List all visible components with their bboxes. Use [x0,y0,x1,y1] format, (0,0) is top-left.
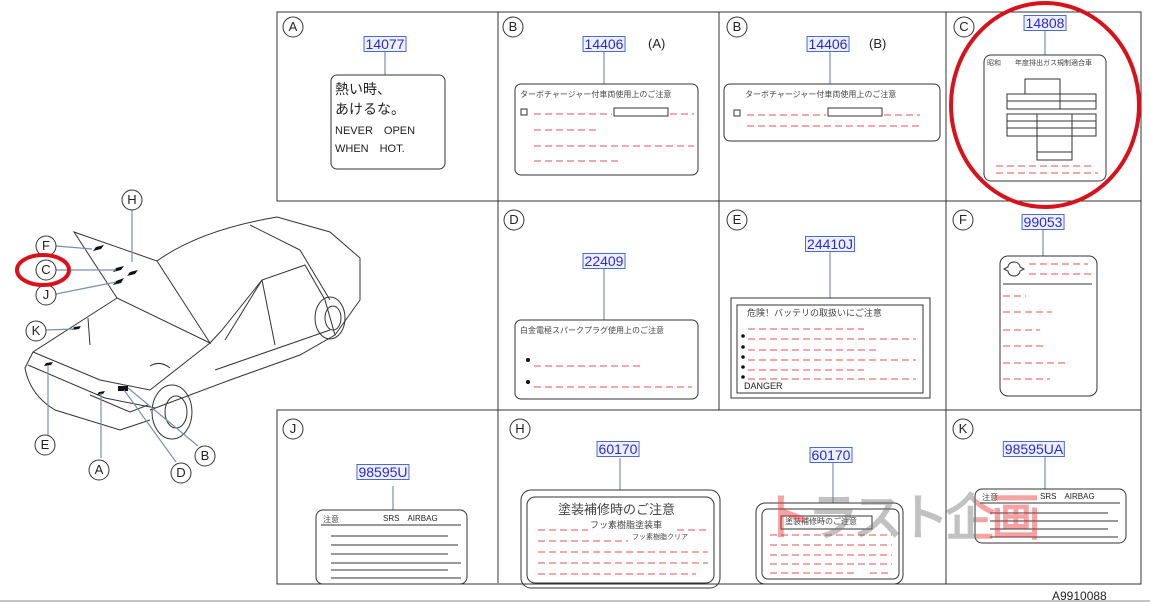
leader-lines [384,31,1046,510]
car-illustration [24,216,361,440]
label-d-header: 白金電極スパークプラグ使用上のご注意 [520,326,664,335]
highlight-ring-c-panel [949,1,1141,209]
label-h-1-outline [520,489,721,589]
part-number-f[interactable]: 99053 [1021,214,1065,230]
callout-k[interactable]: K [31,323,41,338]
label-markers [44,245,138,395]
part-number-a[interactable]: 14077 [363,36,407,52]
label-h-2-outline [755,502,904,585]
part-number-e[interactable]: 24410J [805,236,855,252]
panel-grid [0,11,1150,602]
label-d-outline [514,319,699,400]
label-h-1-sub-1: フッ素樹脂塗装車 [590,521,663,531]
label-c-header: 昭和 年度排出ガス規制適合車 [987,59,1092,67]
label-k-caution: 注意 [982,493,998,502]
car-callout-leaders [45,210,199,463]
panel-letter-d: D [509,212,519,227]
part-number-c[interactable]: 14808 [1023,15,1067,31]
panel-letter-circles [282,16,975,440]
label-e-outline [730,297,931,399]
panel-letter-j: J [289,421,297,436]
label-h-1-sub-2: フッ素樹脂クリア [632,533,688,541]
label-k-outline [974,488,1127,544]
label-e-header: 危険！バッテリの取扱いにご注意 [747,309,882,319]
label-b-b-header: ターボチャージャー付車両使用上のご注意 [745,90,897,99]
label-e-danger: DANGER [744,381,783,391]
highlight-ring-c-callout [15,253,71,287]
label-b-b-outline [723,83,941,142]
part-number-h-2[interactable]: 60170 [809,447,853,463]
label-h-1-header: 塗装補修時のご注意 [558,503,676,518]
diagram-code: A9910088 [1052,589,1107,603]
part-number-h-1[interactable]: 60170 [596,441,640,457]
label-a-text-4: WHEN HOT. [335,143,405,155]
panel-letter-c: C [959,19,969,34]
panel-letter-b-b: B [732,19,742,34]
callout-c[interactable]: C [41,262,51,277]
label-a-text-3: NEVER OPEN [335,125,416,137]
label-h-2-header: 塗装補修時のご注意 [785,517,857,526]
part-number-b-b[interactable]: 14406 [806,36,850,52]
label-j-outline [315,509,468,585]
callout-d[interactable]: D [176,465,186,480]
label-b-a-header: ターボチャージャー付車両使用上のご注意 [520,90,672,99]
label-j-airbag: SRS AIRBAG [383,514,438,523]
callout-f[interactable]: F [42,238,50,253]
panel-letter-a: A [288,19,298,34]
part-number-j[interactable]: 98595U [356,464,410,480]
variant-b: (B) [869,36,887,51]
part-number-d[interactable]: 22409 [582,253,626,269]
label-a-text-2: あけるな。 [335,102,405,118]
label-b-a-outline [514,83,699,176]
callout-a[interactable]: A [94,462,104,477]
panel-letter-e: E [732,212,742,227]
watermark-logo: トラスト企画 [762,478,1041,550]
label-j-caution: 注意 [323,515,339,524]
label-f-outline [999,255,1098,397]
variant-a: (A) [648,36,666,51]
callout-j[interactable]: J [42,287,50,302]
part-number-b-a[interactable]: 14406 [582,36,626,52]
label-k-airbag: SRS AIRBAG [1040,492,1095,501]
label-c-outline [983,54,1107,182]
callout-h[interactable]: H [127,192,137,207]
label-a-outline [330,74,446,170]
callout-e[interactable]: E [40,437,50,452]
part-number-k[interactable]: 98595UA [1002,441,1066,457]
panel-letter-f: F [959,212,967,227]
label-a-text-1: 熱い時、 [335,82,391,98]
panel-letter-k: K [958,421,968,436]
panel-letter-b-a: B [508,19,518,34]
panel-letter-h: H [515,421,525,436]
callout-b[interactable]: B [200,448,210,463]
